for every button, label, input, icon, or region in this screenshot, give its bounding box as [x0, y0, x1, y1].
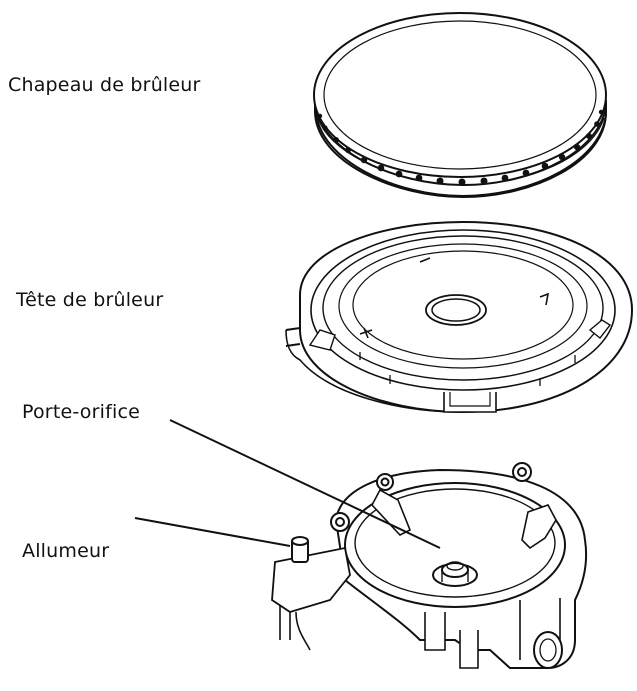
orifice-holder-leader-line [169, 419, 441, 549]
orifice-holder-label: Porte-orifice [22, 401, 140, 423]
burner-head-label: Tête de brûleur [16, 289, 164, 311]
burner-head-drawing [285, 220, 634, 414]
orifice-holder-drawing [271, 462, 588, 669]
igniter-label: Allumeur [22, 540, 110, 562]
igniter-leader-line [134, 517, 291, 547]
burner-cap-label: Chapeau de brûleur [8, 74, 201, 96]
burner-cap-drawing [313, 12, 607, 199]
